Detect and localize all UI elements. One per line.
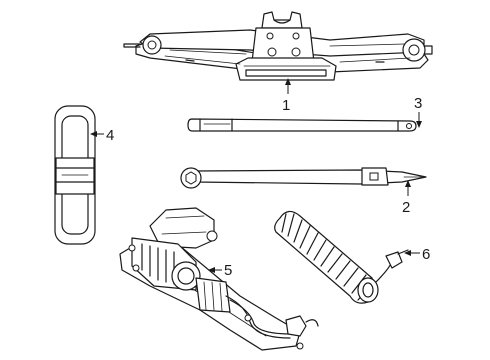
scissor-jack: [123, 11, 433, 81]
callout-4: 4: [106, 127, 114, 144]
lug-wrench: [180, 167, 427, 189]
callout-5: 5: [224, 262, 232, 279]
callout-2: 2: [402, 199, 410, 216]
extension-rod: [187, 118, 417, 132]
compressor-kit: [119, 207, 319, 351]
coiled-hose: [274, 210, 409, 304]
callout-leaders: [90, 78, 422, 273]
callout-6: 6: [422, 246, 430, 263]
callout-3: 3: [414, 95, 422, 112]
jack-storage-strap: [54, 105, 96, 245]
callout-1: 1: [282, 97, 290, 114]
